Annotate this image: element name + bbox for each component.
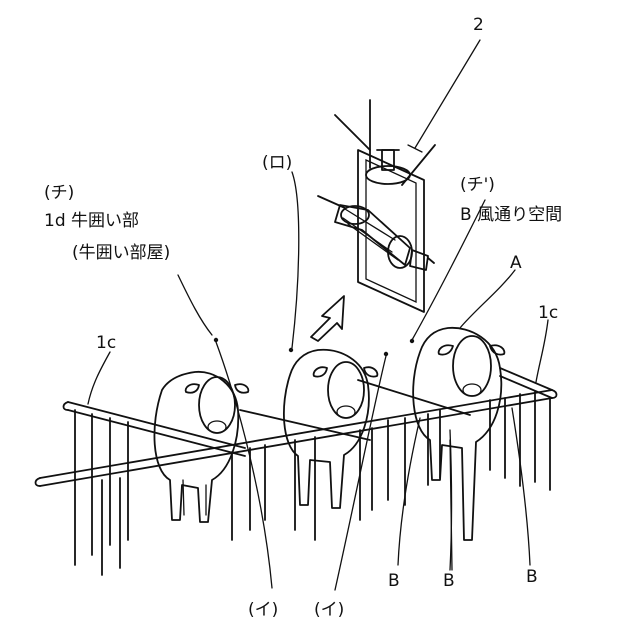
label-fence-right: 1c bbox=[538, 303, 558, 323]
label-cow-pen: 1d 牛囲い部 bbox=[44, 211, 139, 231]
label-cow-pen-room: (牛囲い部屋) bbox=[72, 243, 170, 263]
fan-unit bbox=[318, 100, 435, 312]
label-fan-number: 2 bbox=[473, 15, 484, 35]
label-ro: (ロ) bbox=[262, 153, 292, 173]
label-air-space: B 風通り空間 bbox=[460, 205, 562, 225]
airflow-arrow bbox=[311, 296, 344, 341]
label-chi-prime: (チ') bbox=[460, 175, 495, 195]
leader-lines bbox=[88, 40, 548, 590]
cow-left bbox=[154, 372, 248, 522]
label-b-2: B bbox=[443, 571, 455, 591]
fence bbox=[36, 368, 557, 575]
label-i-right: (イ) bbox=[314, 600, 344, 620]
label-i-left: (イ) bbox=[248, 600, 278, 620]
label-b-1: B bbox=[388, 571, 400, 591]
label-cow-A: A bbox=[510, 253, 522, 273]
label-b-3: B bbox=[526, 567, 538, 587]
label-chi: (チ) bbox=[44, 183, 74, 203]
label-fence-left: 1c bbox=[96, 333, 116, 353]
